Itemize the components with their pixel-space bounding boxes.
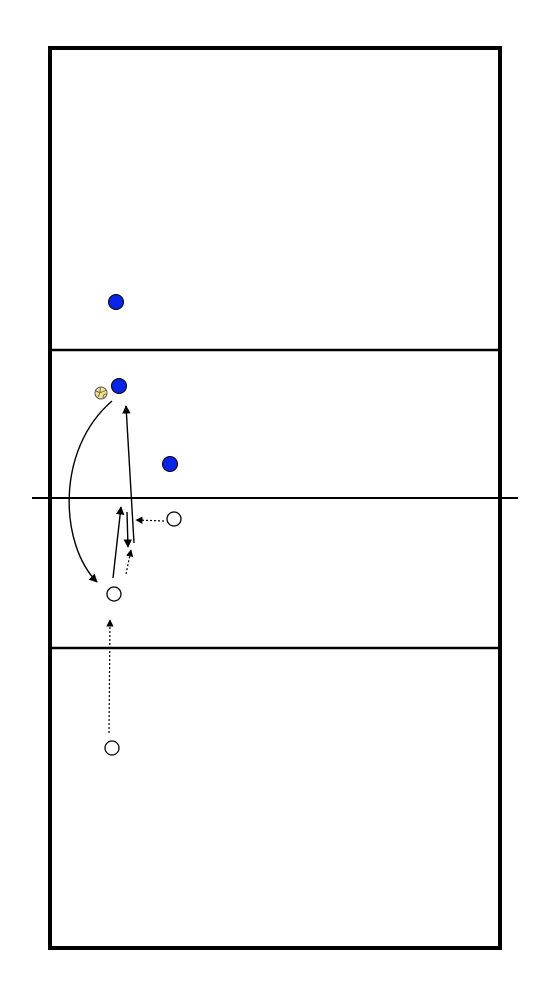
attack-arrow-up (122, 405, 135, 544)
blue-player-2 (111, 378, 127, 394)
pass-arrow-to-net (112, 506, 125, 579)
volleyball-icon (94, 386, 108, 400)
white-player-3 (104, 740, 120, 756)
blue-player-3 (162, 456, 178, 472)
white-player-2 (106, 586, 122, 602)
movement-arrow-from-back (106, 619, 114, 734)
blue-player-1 (108, 294, 124, 310)
set-arc-arrow (68, 400, 113, 583)
movement-arrow-from-right (135, 516, 165, 524)
white-player-1 (166, 511, 182, 527)
movement-arrow-small (125, 549, 134, 575)
short-arrow-down (123, 511, 132, 548)
